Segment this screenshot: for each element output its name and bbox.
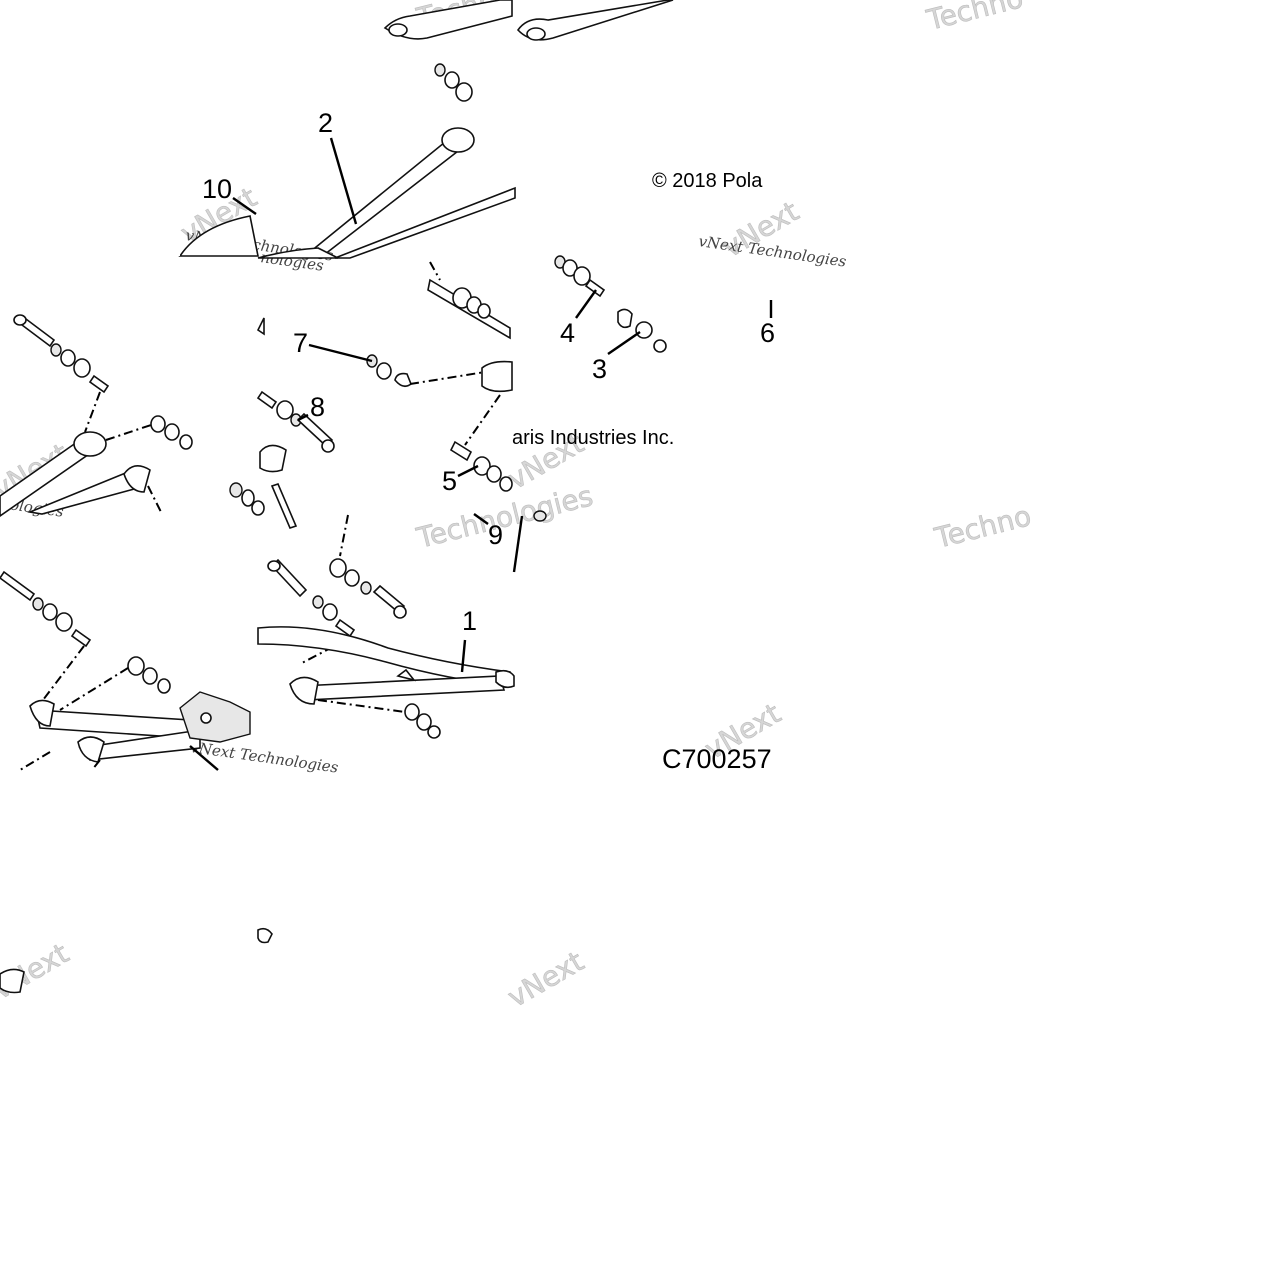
tile-left-mid — [0, 314, 193, 517]
upper-arm-bushing-housing — [441, 127, 475, 153]
assembly-line — [409, 371, 486, 385]
arm-bushing-housing — [29, 699, 55, 727]
assembly-line — [339, 514, 349, 557]
callout-10: 10 — [202, 174, 232, 204]
leader-9 — [473, 513, 489, 525]
bushing — [635, 321, 653, 339]
tile-mid-hardware — [229, 261, 513, 529]
callout-7: 7 — [293, 328, 308, 358]
upper-arm-tube — [334, 186, 516, 259]
leader-5 — [457, 464, 479, 478]
bolt — [0, 570, 36, 602]
arm-bushing-housing — [123, 465, 151, 493]
leader-1 — [460, 639, 467, 673]
tile-lower-center — [257, 514, 515, 739]
leader-6-lower — [512, 515, 524, 573]
bolt — [270, 483, 298, 529]
arm-bushing-housing — [73, 431, 107, 457]
leader-lines — [232, 137, 773, 673]
watermark-vnext-technologies: vNext Technologies — [189, 738, 339, 777]
sleeve — [256, 390, 278, 410]
arm-pivot-bore — [526, 27, 546, 41]
arm-bushing-housing — [481, 360, 513, 393]
callout-9: 9 — [488, 520, 503, 550]
tile-upper-arm — [178, 0, 674, 259]
assembly-line — [429, 261, 441, 281]
leader-line — [189, 745, 219, 771]
tile-left-lower — [0, 570, 251, 771]
leader-7 — [308, 343, 373, 363]
lower-arm-tube — [298, 675, 506, 701]
arm-bushing-housing — [77, 736, 105, 763]
sleeve — [259, 444, 287, 473]
arm-pivot-bore — [388, 23, 408, 37]
copyright-text-part-2: aris Industries Inc. — [512, 427, 674, 449]
callout-1: 1 — [462, 606, 477, 636]
ball-joint-boss — [495, 669, 515, 689]
leader-4 — [575, 289, 597, 319]
callout-6: 6 — [760, 318, 775, 348]
callout-5: 5 — [442, 466, 457, 496]
assembly-line — [84, 391, 101, 433]
copyright-text-part-1: © 2018 Pola — [652, 170, 763, 192]
assembly-line — [464, 394, 501, 446]
cap — [653, 339, 667, 353]
callout-2: 2 — [318, 108, 333, 138]
bushing — [617, 308, 633, 329]
upper-arm-fragment — [178, 215, 259, 257]
bottom-fragments — [0, 317, 547, 994]
arm-gusset — [396, 668, 417, 682]
callout-labels: 1 2 3 4 5 6 7 8 9 10 — [202, 108, 775, 636]
leader-3 — [607, 331, 641, 355]
assembly-line — [91, 759, 101, 771]
bushing-stack — [434, 63, 473, 102]
tile-right-hardware — [554, 255, 667, 353]
shock-mount-bracket — [179, 691, 251, 743]
bolt — [372, 584, 406, 614]
assembly-line — [19, 751, 51, 771]
arm-bushing-housing — [289, 676, 319, 705]
assembly-line — [39, 645, 85, 705]
leader-10 — [232, 197, 257, 215]
watermark-techno: Techno — [923, 0, 1027, 37]
assembly-line — [59, 667, 129, 711]
callout-4: 4 — [560, 318, 575, 348]
diagram-code: C700257 — [662, 744, 772, 774]
callout-8: 8 — [310, 392, 325, 422]
assembly-line — [147, 485, 163, 515]
assembly-line — [317, 699, 406, 713]
bushing — [376, 362, 392, 380]
upper-arm-tube — [257, 247, 339, 259]
assembly-line — [299, 637, 351, 665]
leader-2 — [329, 137, 358, 225]
bolt — [296, 412, 334, 448]
leader-8 — [297, 413, 309, 422]
callout-3: 3 — [592, 354, 607, 384]
lower-arm-tube — [34, 709, 191, 739]
sleeve — [449, 440, 473, 462]
sleeve — [394, 372, 412, 388]
